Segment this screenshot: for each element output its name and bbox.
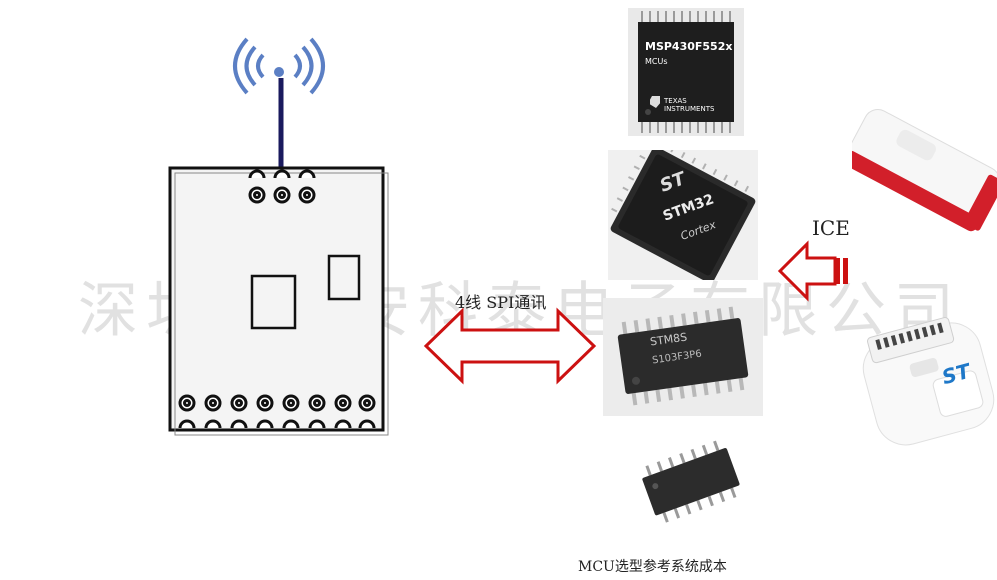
bottom-pins (178, 394, 376, 429)
ice-arrow (777, 240, 848, 302)
module-chip-large (250, 274, 297, 330)
spi-link-label: 4线 SPI通讯 (455, 293, 547, 312)
stm8-chip (603, 298, 763, 416)
module-chip-small (327, 254, 361, 301)
st-link-device (862, 317, 995, 446)
msp430-name: MSP430F552x (645, 40, 733, 53)
programmer-device-red (852, 109, 997, 232)
msp430-sub: MCUs (645, 57, 668, 66)
spi-double-arrow (423, 307, 597, 385)
wireless-signal-icon (233, 37, 325, 95)
stm32-chip (608, 150, 758, 280)
rf-module-diagram (168, 37, 389, 436)
ti-logo-icon (650, 96, 660, 108)
ti-brand: TEXAS INSTRUMENTS (664, 97, 715, 113)
soic-chip (642, 440, 740, 523)
mcu-caption: MCU选型参考系统成本 (578, 559, 727, 575)
top-pins (248, 169, 316, 204)
msp430-chip (628, 8, 744, 136)
ice-label: ICE (812, 216, 850, 240)
